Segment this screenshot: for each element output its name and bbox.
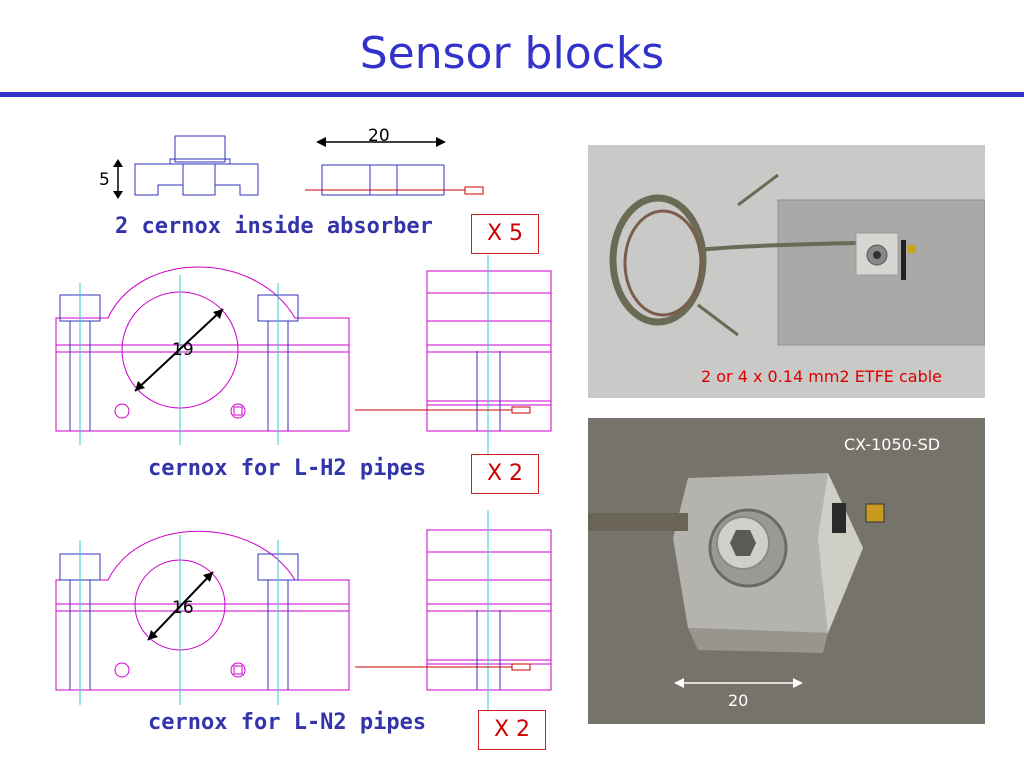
lh2-block-drawing: [55, 255, 552, 455]
page-title: Sensor blocks: [359, 28, 665, 79]
width-dimension-label: 20: [368, 126, 390, 146]
scale-label: 20: [728, 691, 749, 710]
height-dimension-label: 5: [99, 170, 110, 190]
quantity-box-lh2: X 2: [471, 454, 539, 494]
caption-absorber: 2 cernox inside absorber: [115, 214, 433, 239]
caption-ln2: cernox for L-N2 pipes: [148, 710, 427, 735]
diameter-16-label: 16: [172, 598, 194, 618]
title-rule: [0, 92, 1024, 97]
sensor-model-label: CX-1050-SD: [844, 435, 941, 454]
diameter-19-label: 19: [172, 340, 194, 360]
sensor-block-closeup-photo: CX-1050-SD 20: [588, 418, 985, 724]
quantity-box-ln2: X 2: [478, 710, 546, 750]
cable-sensor-photo: 2 or 4 x 0.14 mm2 ETFE cable: [588, 145, 985, 398]
cable-caption: 2 or 4 x 0.14 mm2 ETFE cable: [701, 367, 943, 386]
ln2-block-drawing: [55, 510, 552, 710]
quantity-box-absorber: X 5: [471, 214, 539, 254]
absorber-drawing: [113, 135, 484, 199]
caption-lh2: cernox for L-H2 pipes: [148, 456, 427, 481]
